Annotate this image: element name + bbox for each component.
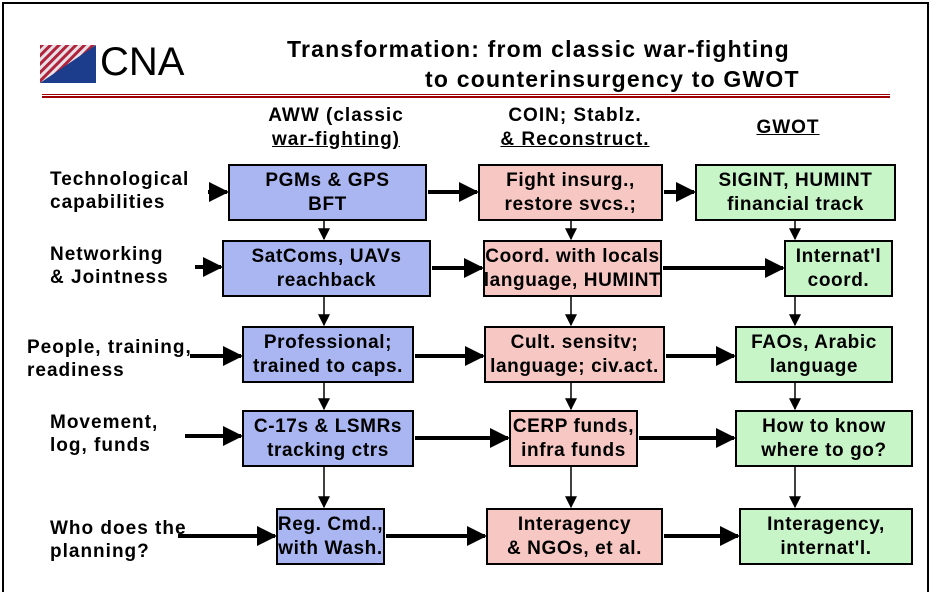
box-fight-insurg: Fight insurg., restore svcs.; [478,164,663,221]
box-line2: where to go? [761,439,887,461]
row-label-line1: Technological [50,169,190,190]
row-label-people: People, training, readiness [27,336,192,382]
box-line1: Internat'l [795,245,882,267]
box-line2: restore svcs.; [504,193,637,215]
box-line2: trained to caps. [252,355,404,377]
box-line2: reachback [276,269,377,291]
box-line1: PGMs & GPS [265,169,390,191]
column-header-coin: COIN; Stablz. & Reconstruct. [485,104,665,152]
box-line2: language, HUMINT [483,269,662,291]
row-label-line2: capabilities [50,192,166,213]
row-label-line2: & Jointness [50,267,169,288]
column-header-line1: AWW (classic [268,105,404,126]
box-line2: tracking ctrs [267,439,389,461]
box-cult-sensitv: Cult. sensitv; language; civ.act. [484,326,665,383]
row-label-line2: readiness [27,360,125,381]
box-line1: Interagency [517,513,632,535]
box-faos-arabic: FAOs, Arabic language [735,326,893,383]
box-line1: CERP funds, [512,415,635,437]
box-interagency-internatl: Interagency, internat'l. [739,508,913,565]
box-line2: & NGOs, et al. [506,537,643,559]
row-label-technological: Technological capabilities [50,168,189,214]
box-c17s-lsmrs: C-17s & LSMRs tracking ctrs [242,410,414,467]
box-line2: financial track [727,193,864,215]
box-line1: Fight insurg., [506,169,635,191]
column-header-line1: GWOT [756,117,820,138]
logo-text: CNA [100,40,185,84]
column-header-line2: war-fighting) [271,129,401,150]
box-line1: Coord. with locals [485,245,660,267]
row-label-networking: Networking & Jointness [50,243,169,289]
row-label-line1: Movement, [50,412,159,433]
box-reg-cmd: Reg. Cmd., with Wash. [276,508,385,565]
row-label-line2: planning? [50,541,150,562]
column-header-aww: AWW (classic war-fighting) [247,104,425,152]
row-label-movement: Movement, log, funds [50,411,158,457]
box-how-to-know: How to know where to go? [735,410,913,467]
row-label-line1: Networking [50,244,164,265]
box-line2: language [769,355,859,377]
row-label-line1: People, training, [27,337,192,358]
box-pgms-gps: PGMs & GPS BFT [228,164,427,221]
page-title-line2: to counterinsurgency to GWOT [425,66,800,92]
box-line2: language; civ.act. [490,355,659,377]
box-line1: FAOs, Arabic [751,331,877,353]
cna-logo-icon [40,45,96,83]
box-line2: BFT [308,193,347,215]
title-rule [42,94,890,98]
box-line2: infra funds [521,439,626,461]
column-header-line1: COIN; Stablz. [508,105,642,126]
box-line1: SIGINT, HUMINT [718,169,873,191]
box-line2: internat'l. [780,537,872,559]
column-header-line2: & Reconstruct. [500,129,650,150]
box-line1: How to know [762,415,886,437]
box-line1: SatComs, UAVs [251,245,402,267]
row-label-line2: log, funds [50,435,151,456]
box-line1: Cult. sensitv; [510,331,639,353]
box-line1: C-17s & LSMRs [253,415,403,437]
box-satcoms-uavs: SatComs, UAVs reachback [222,240,431,297]
row-label-line1: Who does the [50,518,187,539]
box-internatl-coord: Internat'l coord. [784,240,893,297]
box-line2: with Wash. [278,537,383,559]
box-line2: coord. [807,269,870,291]
box-line1: Interagency, [767,513,885,535]
column-header-gwot: GWOT [738,116,838,140]
page-title-line1: Transformation: from classic war-fightin… [287,36,790,62]
box-line1: Reg. Cmd., [277,513,384,535]
box-professional: Professional; trained to caps. [242,326,414,383]
box-cerp-funds: CERP funds, infra funds [509,410,638,467]
box-interagency-ngos: Interagency & NGOs, et al. [486,508,663,565]
box-sigint-humint: SIGINT, HUMINT financial track [695,164,896,221]
box-line1: Professional; [263,331,393,353]
box-coord-locals: Coord. with locals language, HUMINT [483,240,662,297]
row-label-planning: Who does the planning? [50,517,187,563]
